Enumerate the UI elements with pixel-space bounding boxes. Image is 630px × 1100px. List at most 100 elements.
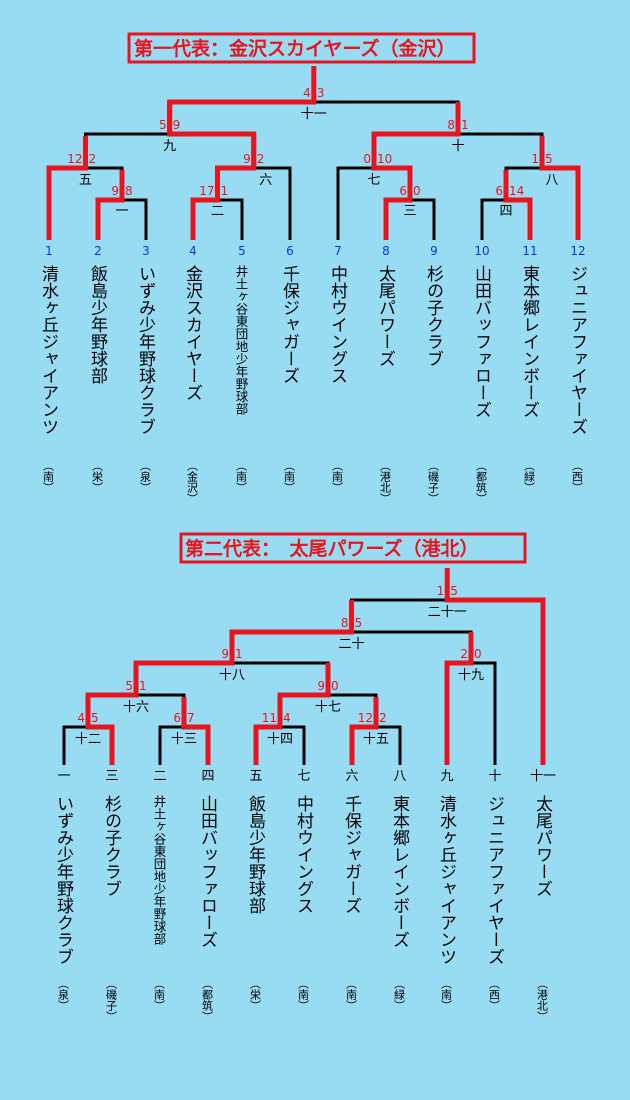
winner-path (253, 697, 283, 765)
team-area: （南） (283, 460, 296, 493)
score-left: 6 (173, 711, 181, 725)
score-right: 0 (474, 647, 482, 661)
score-right: 8 (125, 184, 133, 198)
bracket-line (480, 198, 506, 240)
score-left: 0 (363, 152, 371, 166)
team-area: （栄） (249, 978, 262, 1011)
bracket-line (351, 630, 473, 663)
score-left: 8 (341, 616, 349, 630)
team-name: 飯島少年野球部 (245, 795, 266, 914)
team-area: （南） (440, 978, 453, 1011)
team-name: 清水ヶ丘ジャイアンツ (436, 795, 457, 965)
match-number: 十二 (75, 732, 101, 747)
team-slot-number: 10 (474, 244, 489, 258)
team-area: （港北） (536, 978, 549, 1022)
score-left: 9 (111, 184, 119, 198)
team-area: （栄） (91, 460, 104, 493)
winner-path (277, 663, 331, 727)
bracket-line (122, 198, 148, 240)
team-area: （西） (488, 978, 501, 1011)
bracket-labels: 1清水ヶ丘ジャイアンツ（南）2飯島少年野球部（栄）3いずみ少年野球クラブ（泉）4… (38, 86, 587, 1022)
bracket-lines (46, 66, 581, 765)
score-left: 9 (243, 152, 251, 166)
bracket-line (62, 725, 88, 765)
block1-title-text: 第一代表：金沢スカイヤーズ（金沢） (134, 37, 455, 60)
team-name: 杉の子クラブ (423, 265, 444, 367)
team-area: （磯子） (105, 978, 118, 1022)
team-slot-number: 5 (238, 244, 246, 258)
team-slot-label: 十一 (530, 769, 556, 784)
score-right: 10 (377, 152, 392, 166)
team-name: 飯島少年野球部 (87, 265, 108, 384)
match-number: 五 (79, 173, 92, 188)
winner-path (503, 170, 533, 240)
match-number: 九 (163, 139, 176, 154)
team-name: 清水ヶ丘ジャイアンツ (38, 265, 59, 435)
score-left: 8 (447, 118, 455, 132)
bracket-line (84, 132, 170, 168)
team-slot-number: 7 (334, 244, 342, 258)
winner-path (46, 136, 88, 240)
bracket-line (232, 661, 330, 695)
team-area: （泉） (57, 978, 70, 1011)
match-number: 十 (451, 139, 464, 154)
team-slot-number: 3 (142, 244, 150, 258)
score-right: 0 (413, 184, 421, 198)
winner-path (167, 66, 317, 134)
match-number: 十五 (363, 732, 389, 747)
match-number: 一 (115, 204, 128, 219)
match-number: 三 (403, 204, 416, 219)
team-slot-label: 七 (297, 769, 310, 784)
team-area: （金沢） (186, 460, 199, 504)
team-name: ジュニアファイヤーズ (484, 795, 504, 965)
match-number: 十八 (219, 668, 245, 683)
match-number: 六 (259, 173, 272, 188)
score-right: 5 (545, 152, 553, 166)
bracket-line (504, 166, 542, 170)
team-name: 東本郷レインボーズ (519, 265, 540, 418)
winner-path (133, 632, 235, 695)
bracket-line (85, 166, 124, 170)
team-slot-label: 六 (345, 769, 358, 784)
bracket-line (458, 132, 544, 168)
team-slot-label: 四 (201, 769, 214, 784)
score-right: 5 (91, 711, 99, 725)
winner-path (383, 170, 413, 240)
score-left: 1 (531, 152, 539, 166)
team-name: ジュニアファイヤーズ (567, 265, 587, 435)
winner-path (167, 102, 257, 168)
score-left: 9 (221, 647, 229, 661)
score-right: 9 (173, 118, 181, 132)
winner-path (85, 697, 115, 765)
team-name: 井土ヶ谷東団地少年野球部 (234, 265, 249, 415)
block2-title-text: 第二代表： 太尾パワーズ（港北） (185, 537, 479, 560)
score-left: 9 (317, 679, 325, 693)
team-area: （南） (235, 460, 248, 493)
bracket-line (313, 100, 460, 134)
team-area: （南） (345, 978, 358, 1011)
team-name: 千保ジャガーズ (279, 265, 300, 384)
team-name: いずみ少年野球クラブ (53, 795, 74, 965)
score-left: 6 (495, 184, 503, 198)
match-number: 七 (367, 173, 380, 188)
team-slot-label: 一 (57, 769, 70, 784)
winner-path (371, 102, 461, 168)
team-slot-label: 五 (249, 769, 262, 784)
team-area: （都筑） (201, 978, 214, 1022)
score-right: 2 (257, 152, 265, 166)
score-right: 2 (89, 152, 97, 166)
score-left: 5 (125, 679, 133, 693)
match-number: 四 (499, 204, 512, 219)
team-slot-number: 11 (522, 244, 537, 258)
team-slot-label: 八 (393, 769, 406, 784)
team-area: （南） (297, 978, 310, 1011)
winner-path (229, 600, 354, 663)
team-name: 東本郷レインボーズ (389, 795, 410, 948)
team-name: 山田バッファローズ (471, 265, 491, 418)
team-name: 太尾パワーズ (375, 265, 396, 367)
team-name: 千保ジャガーズ (341, 795, 362, 914)
team-name: 中村ウイングス (327, 265, 348, 384)
bracket-line (158, 725, 184, 765)
match-number: 二 (211, 204, 224, 219)
team-slot-number: 6 (286, 244, 294, 258)
